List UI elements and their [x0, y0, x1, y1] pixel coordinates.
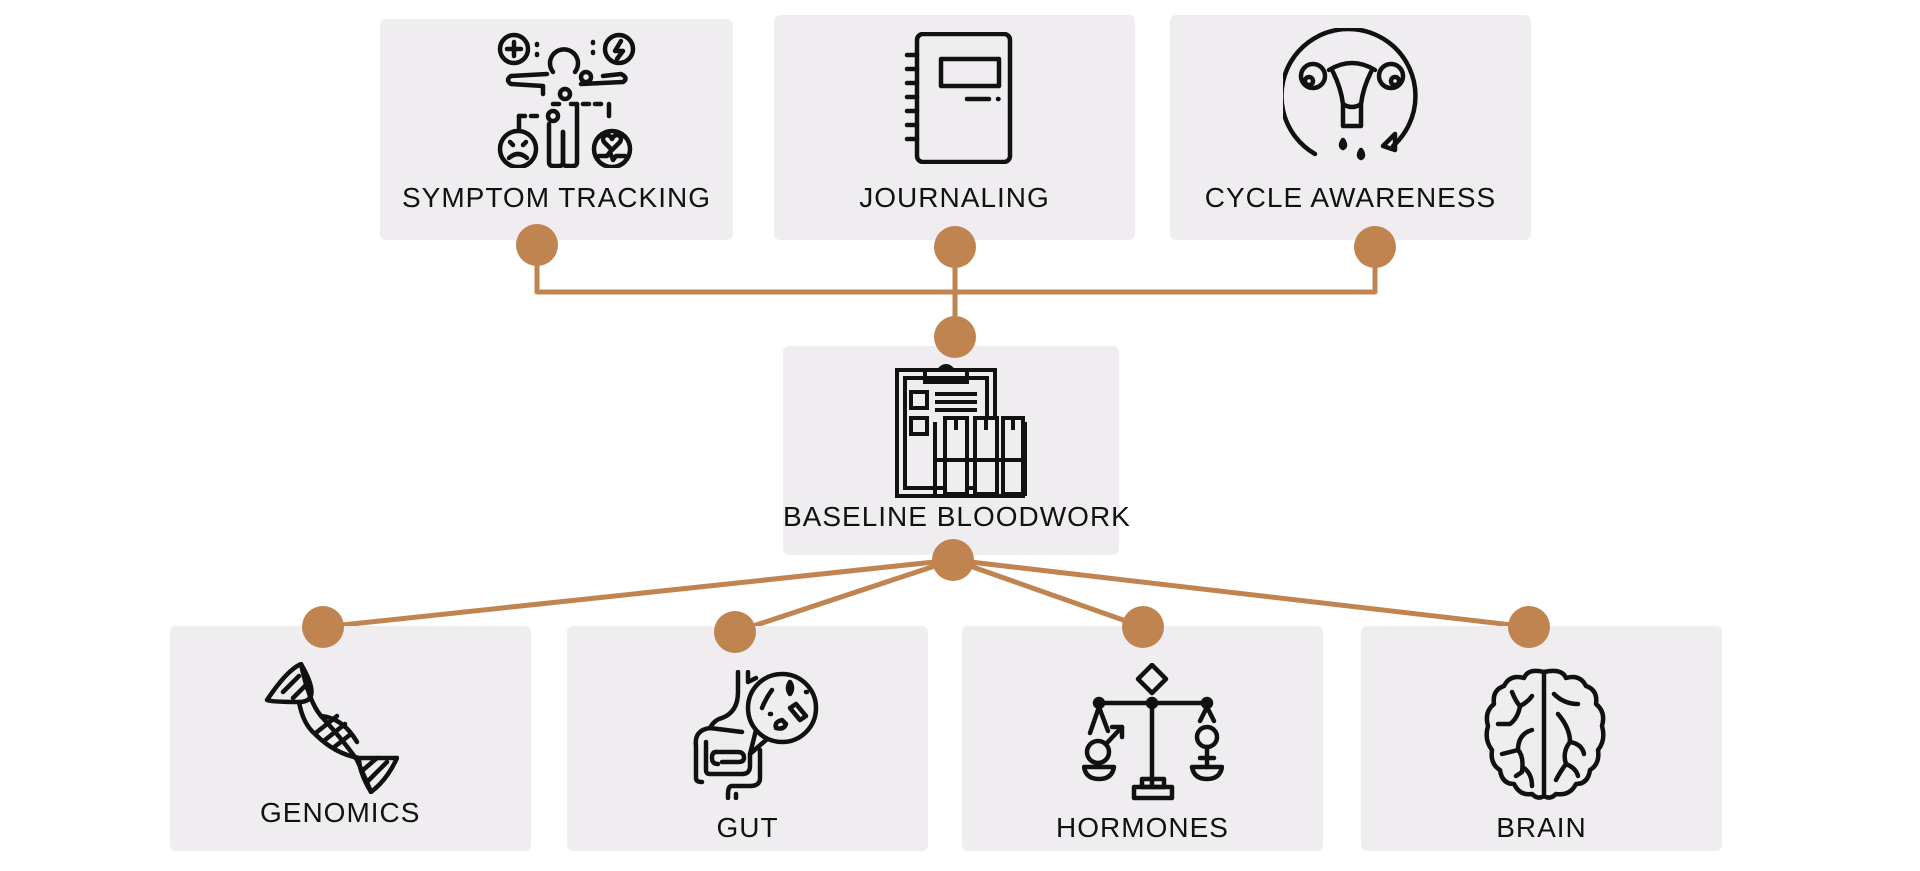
card-label: BASELINE BLOODWORK	[783, 501, 1131, 532]
dna-icon	[263, 662, 399, 794]
card-label: SYMPTOM TRACKING	[401, 182, 711, 213]
intestines-microbiome-icon	[692, 670, 822, 800]
card-label: HORMONES	[1056, 812, 1229, 843]
notebook-icon	[903, 32, 1013, 164]
card-label: BRAIN	[1496, 812, 1587, 843]
connector-line-brain	[950, 557, 1532, 630]
connector-line-cycle-awareness	[952, 244, 1378, 295]
card-cycle-awareness: CYCLE AWARENESS	[1170, 15, 1531, 240]
brain-icon	[1484, 668, 1606, 800]
card-genomics: GENOMICS	[170, 626, 531, 851]
card-symptom-tracking: SYMPTOM TRACKING	[380, 19, 733, 240]
card-label: JOURNALING	[859, 182, 1050, 213]
card-label: GUT	[716, 812, 779, 843]
card-baseline-bloodwork: BASELINE BLOODWORK	[783, 346, 1131, 555]
card-label: GENOMICS	[260, 797, 421, 828]
connector-line-symptom-tracking	[534, 242, 958, 295]
body-symptoms-icon	[497, 32, 637, 168]
connector-line-genomics	[320, 557, 956, 630]
connector-line-hormones	[950, 557, 1146, 630]
clipboard-test-tubes-icon	[895, 362, 1027, 498]
uterus-cycle-icon	[1283, 28, 1421, 168]
card-journaling: JOURNALING	[774, 15, 1135, 240]
connector-line-gut	[732, 557, 956, 635]
card-brain: BRAIN	[1361, 626, 1722, 851]
gender-scale-icon	[1082, 663, 1224, 801]
card-gut: GUT	[567, 626, 928, 851]
card-hormones: HORMONES	[962, 626, 1323, 851]
card-label: CYCLE AWARENESS	[1204, 182, 1497, 213]
